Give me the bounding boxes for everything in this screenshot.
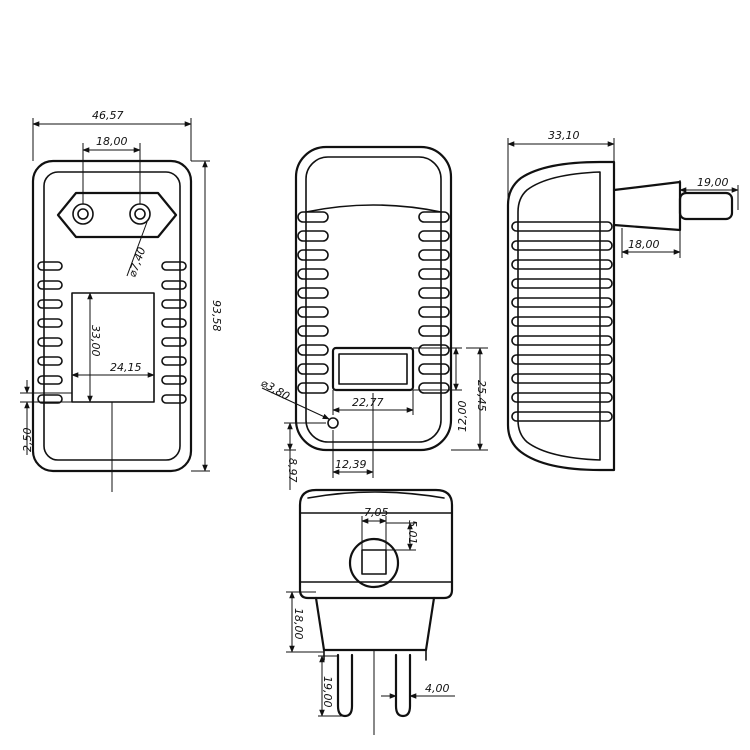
led-window [331, 346, 415, 392]
back-vent-slots-right [418, 211, 450, 394]
vent-slot [297, 268, 329, 280]
front-vent-slots-right [161, 261, 187, 404]
dim-window-height: 12,00 [456, 401, 469, 433]
dim-window-width: 22,77 [352, 396, 384, 409]
dim-label-height: 33,00 [89, 325, 102, 357]
vent-slot [418, 344, 450, 356]
vent-slot [161, 280, 187, 290]
vent-slot [37, 356, 63, 366]
vent-slot [37, 318, 63, 328]
dim-socket-width: 7,05 [364, 506, 389, 519]
back-vent-slots-left [297, 211, 329, 394]
vent-slot [161, 337, 187, 347]
dim-side-depth: 33,10 [548, 129, 580, 142]
pin-right [129, 203, 151, 225]
side-vent-slots [511, 221, 613, 422]
bottom-pin-right [394, 653, 412, 718]
vent-slot [297, 382, 329, 394]
vent-slot [511, 335, 613, 346]
back-view: ⌀3,80 22,77 12,00 25,45 12,39 8,97 [259, 145, 488, 490]
vent-slot [511, 240, 613, 251]
led-indicator [327, 417, 339, 429]
vent-slot [418, 325, 450, 337]
front-view: 46,57 18,00 ⌀7,40 93,58 33,00 24,15 2,50 [20, 109, 223, 492]
side-view: 33,10 19,00 18,00 [506, 129, 739, 472]
vent-slot [418, 230, 450, 242]
vent-slot [511, 354, 613, 365]
dim-led-vertical: 8,97 [286, 458, 299, 483]
vent-slot [37, 299, 63, 309]
vent-slot [511, 316, 613, 327]
dim-window-offset: 25,45 [475, 380, 488, 412]
vent-slot [297, 344, 329, 356]
vent-slot [418, 249, 450, 261]
dim-label-width: 24,15 [110, 361, 142, 374]
vent-slot [418, 363, 450, 375]
vent-slot [161, 299, 187, 309]
dim-pin-diameter: ⌀7,40 [126, 245, 149, 279]
side-plug-stem [612, 180, 682, 232]
vent-slot [297, 306, 329, 318]
side-body-outline [506, 160, 616, 472]
vent-slot [161, 356, 187, 366]
dim-front-width: 46,57 [92, 109, 124, 122]
vent-slot [418, 306, 450, 318]
plug-insert [56, 191, 178, 239]
bottom-plug-base [314, 596, 436, 652]
dc-socket-inner [361, 549, 387, 575]
dim-bottom-pin-length: 19,00 [321, 676, 334, 708]
vent-slot [511, 411, 613, 422]
vent-slot [161, 375, 187, 385]
vent-slot [511, 221, 613, 232]
vent-slot [297, 211, 329, 223]
vent-slot [161, 261, 187, 271]
dim-socket-height: 5,01 [406, 520, 419, 545]
bottom-view: 7,05 5,01 18,00 19,00 4,00 [286, 488, 455, 735]
side-body-inner [517, 171, 601, 461]
vent-slot [511, 259, 613, 270]
dim-bottom-pin-diameter: 4,00 [425, 682, 450, 695]
vent-slot [37, 280, 63, 290]
bottom-body-outline [298, 488, 454, 600]
vent-slot [161, 318, 187, 328]
vent-slot [297, 249, 329, 261]
dim-front-height: 93,58 [210, 300, 223, 332]
vent-slot [418, 382, 450, 394]
dim-pin-spacing: 18,00 [96, 135, 128, 148]
vent-slot [297, 363, 329, 375]
vent-slot [511, 373, 613, 384]
vent-slot [418, 287, 450, 299]
dim-led-horizontal: 12,39 [335, 458, 367, 471]
dim-led-diameter: ⌀3,80 [259, 376, 292, 403]
pin-left [72, 203, 94, 225]
vent-slot [511, 278, 613, 289]
dim-plug-length: 18,00 [292, 608, 305, 640]
vent-slot [161, 394, 187, 404]
vent-slot [37, 375, 63, 385]
side-plug-pin [678, 191, 734, 221]
dim-side-pin-offset: 18,00 [628, 238, 660, 251]
vent-slot [297, 230, 329, 242]
dim-side-pin-length: 19,00 [697, 176, 729, 189]
vent-slot [511, 297, 613, 308]
dim-bottom-offset: 2,50 [21, 428, 34, 453]
front-vent-slots-left [37, 261, 63, 404]
vent-slot [418, 211, 450, 223]
vent-slot [297, 287, 329, 299]
vent-slot [511, 392, 613, 403]
vent-slot [297, 325, 329, 337]
vent-slot [37, 261, 63, 271]
dc-socket-outer [348, 537, 400, 589]
vent-slot [418, 268, 450, 280]
bottom-pin-left [336, 653, 354, 718]
label-area [71, 292, 155, 403]
vent-slot [37, 337, 63, 347]
vent-slot [37, 394, 63, 404]
